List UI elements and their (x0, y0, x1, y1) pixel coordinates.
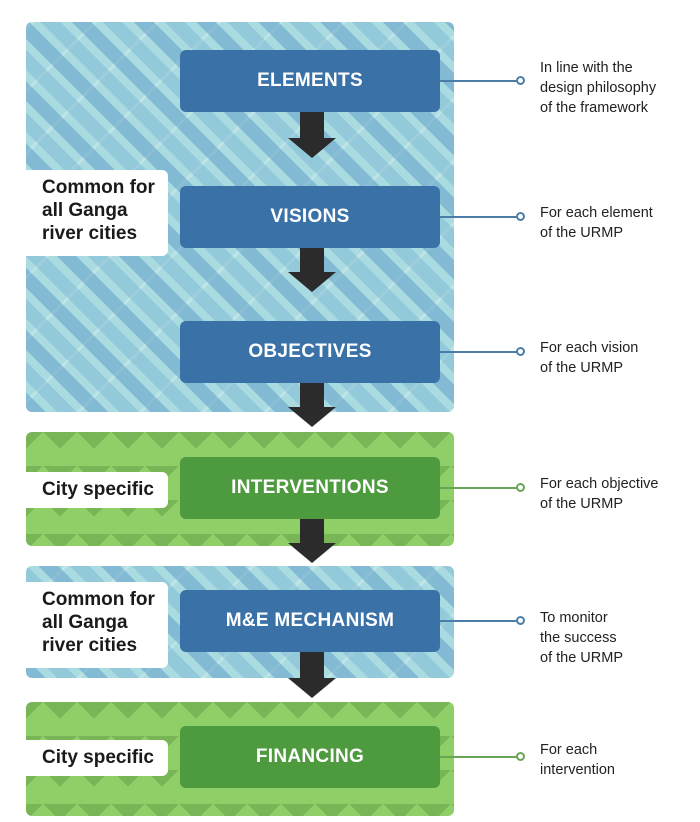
arrow-down-icon (288, 652, 336, 700)
connector-line (440, 80, 518, 82)
note-financing: For each intervention (540, 742, 615, 778)
connector-dot-icon (516, 212, 525, 221)
connector-line (440, 487, 518, 489)
stage-financing: FINANCING (180, 726, 440, 788)
connector-dot-icon (516, 483, 525, 492)
stage-objectives: OBJECTIVES (180, 321, 440, 383)
stage-elements: ELEMENTS (180, 50, 440, 112)
connector-dot-icon (516, 76, 525, 85)
note-visions: For each element of the URMP (540, 205, 653, 241)
panel-label-city-financing: City specific (26, 740, 168, 776)
note-interventions: For each objective of the URMP (540, 476, 659, 512)
panel-label-common-top: Common for all Ganga river cities (26, 170, 168, 256)
panel-label-city-interventions: City specific (26, 472, 168, 508)
note-objectives: For each vision of the URMP (540, 340, 639, 376)
connector-line (440, 756, 518, 758)
stage-visions: VISIONS (180, 186, 440, 248)
connector-line (440, 620, 518, 622)
connector-dot-icon (516, 347, 525, 356)
arrow-down-icon (288, 112, 336, 160)
note-elements: In line with the design philosophy of th… (540, 60, 657, 116)
stage-interventions: INTERVENTIONS (180, 457, 440, 519)
arrow-down-icon (288, 383, 336, 429)
connector-line (440, 216, 518, 218)
connector-dot-icon (516, 752, 525, 761)
arrow-down-icon (288, 248, 336, 294)
panel-label-common-me: Common for all Ganga river cities (26, 582, 168, 668)
connector-dot-icon (516, 616, 525, 625)
connector-line (440, 351, 518, 353)
arrow-down-icon (288, 519, 336, 565)
note-me-mechanism: To monitor the success of the URMP (540, 610, 623, 666)
stage-me-mechanism: M&E MECHANISM (180, 590, 440, 652)
